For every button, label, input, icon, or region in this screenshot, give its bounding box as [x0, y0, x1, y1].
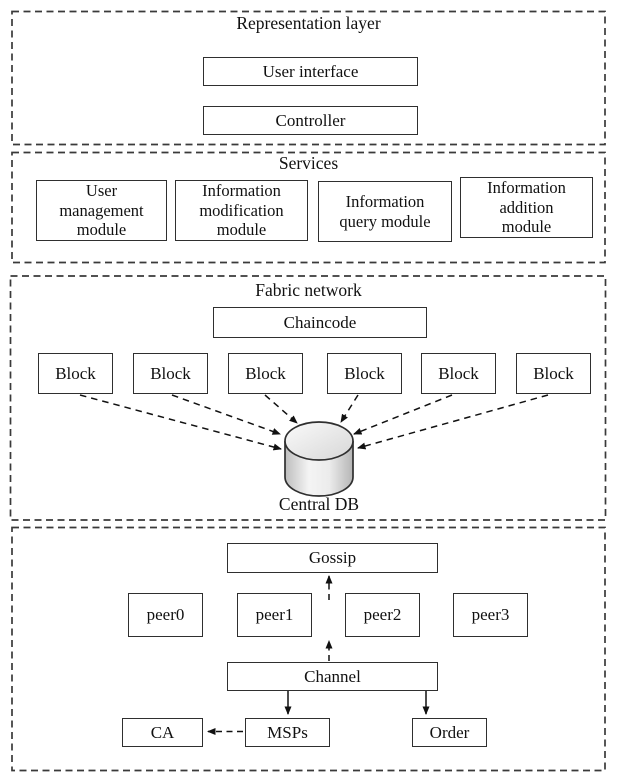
channel-box: Channel [227, 662, 438, 691]
controller-box: Controller [203, 106, 418, 135]
information-query-module-box: Information query module [318, 181, 452, 242]
order-box: Order [412, 718, 487, 747]
block6-to-db-arrow [357, 394, 549, 450]
block-box-4: Block [327, 353, 402, 394]
central-db-cylinder-icon [284, 421, 354, 497]
services-layer-border [11, 151, 606, 264]
block1-to-db-arrow [79, 394, 282, 451]
ca-box: CA [122, 718, 203, 747]
block5-to-db-arrow [353, 394, 453, 435]
gossip-box: Gossip [227, 543, 438, 573]
block3-to-db-arrow [264, 394, 298, 424]
peer-network-arrows [207, 575, 430, 735]
information-modification-module-box: Information modification module [175, 180, 308, 241]
block-box-2: Block [133, 353, 208, 394]
fabric-network-border [9, 275, 607, 521]
peer0-box: peer0 [128, 593, 203, 637]
block2-to-db-arrow [171, 394, 281, 435]
user-interface-box: User interface [203, 57, 418, 86]
block-box-1: Block [38, 353, 113, 394]
block4-to-db-arrow [340, 394, 359, 423]
representation-layer-title: Representation layer [236, 13, 381, 33]
msps-box: MSPs [245, 718, 330, 747]
block-box-6: Block [516, 353, 591, 394]
chaincode-box: Chaincode [213, 307, 427, 338]
fabric-network-title: Fabric network [255, 280, 362, 300]
peer3-box: peer3 [453, 593, 528, 637]
services-title: Services [278, 153, 339, 173]
peer-network-border [11, 526, 606, 772]
block-box-3: Block [228, 353, 303, 394]
peer1-box: peer1 [237, 593, 312, 637]
user-management-module-box: User management module [36, 180, 167, 241]
information-addition-module-box: Information addition module [460, 177, 593, 238]
peer2-box: peer2 [345, 593, 420, 637]
representation-layer-border [11, 10, 606, 146]
block-to-db-arrows [79, 394, 549, 451]
central-db-label: Central DB [278, 494, 360, 514]
block-box-5: Block [421, 353, 496, 394]
